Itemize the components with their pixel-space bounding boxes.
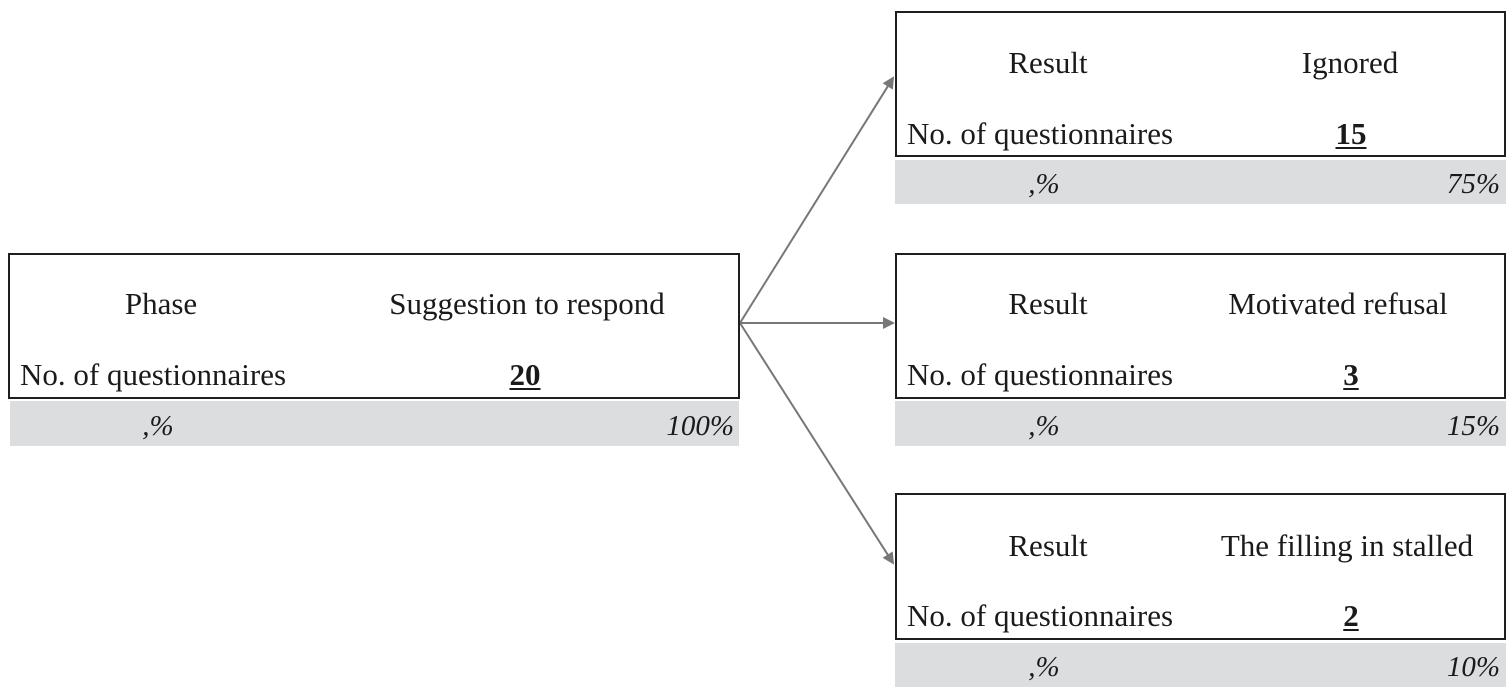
percent-band — [10, 401, 739, 446]
phase-box — [8, 253, 740, 399]
result-node-filling-stalled: Result The filling in stalled No. of que… — [895, 493, 1506, 687]
result-label: Result — [1008, 528, 1088, 563]
result-label: Result — [1008, 45, 1088, 80]
percent-band — [895, 401, 1506, 446]
questionnaires-count: 15 — [1335, 116, 1367, 151]
percent-value: 15% — [1446, 410, 1500, 442]
percent-value: 75% — [1446, 168, 1500, 200]
result-box — [895, 493, 1506, 640]
percent-value: 100% — [666, 410, 734, 442]
questionnaires-count: 3 — [1343, 357, 1359, 392]
result-label: Result — [1008, 286, 1088, 321]
result-node-ignored: Result Ignored No. of questionnaires 15 … — [895, 11, 1506, 204]
result-node-motivated-refusal: Result Motivated refusal No. of question… — [895, 253, 1506, 446]
percent-label: ,% — [142, 410, 174, 442]
percent-label: ,% — [1028, 651, 1060, 683]
percent-band — [895, 643, 1506, 687]
result-box — [895, 253, 1506, 399]
phase-label: Phase — [124, 286, 198, 321]
result-box — [895, 11, 1506, 157]
percent-value: 10% — [1446, 651, 1500, 683]
questionnaires-label: No. of questionnaires — [907, 116, 1174, 151]
questionnaires-count: 2 — [1343, 598, 1359, 633]
percent-label: ,% — [1028, 410, 1060, 442]
percent-label: ,% — [1028, 168, 1060, 200]
arrow-to-ignored — [739, 76, 895, 324]
arrow-to-filling-stalled — [739, 322, 895, 565]
result-value: Motivated refusal — [1228, 286, 1448, 321]
phase-node: Phase Suggestion to respond No. of quest… — [8, 253, 740, 446]
result-value: The filling in stalled — [1220, 528, 1474, 563]
questionnaires-label: No. of questionnaires — [907, 598, 1174, 633]
result-value: Ignored — [1301, 45, 1399, 80]
percent-band — [895, 160, 1506, 204]
questionnaires-label: No. of questionnaires — [20, 357, 287, 392]
questionnaires-count: 20 — [509, 357, 541, 392]
phase-value: Suggestion to respond — [389, 286, 665, 321]
questionnaires-label: No. of questionnaires — [907, 357, 1174, 392]
